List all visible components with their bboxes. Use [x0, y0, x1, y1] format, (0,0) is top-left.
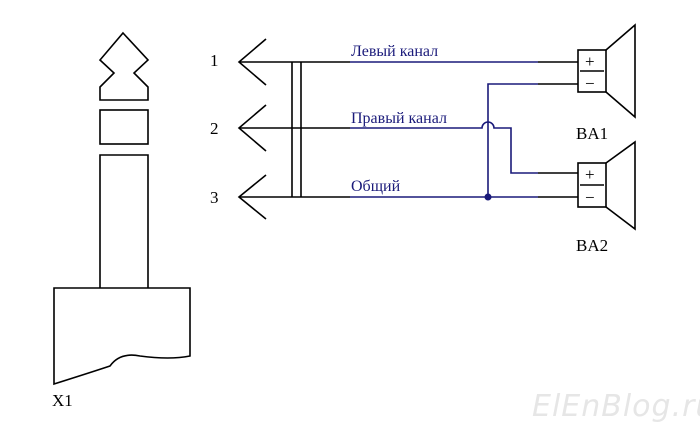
- pin-label-3: 3: [210, 188, 219, 207]
- signal-wires: [350, 61, 538, 198]
- junction-dot: [484, 193, 492, 201]
- speaker-ba2-magnet: [577, 162, 607, 208]
- speaker-label-ba1: BA1: [576, 124, 608, 143]
- pin-label-1: 1: [210, 51, 219, 70]
- common-to-ba1-minus-wire: [487, 83, 538, 197]
- speaker-ba1-cone: [605, 23, 636, 119]
- jack-plug: [53, 31, 191, 386]
- pin-arrows: [237, 38, 267, 220]
- speaker-ba2-plus-label: +: [585, 165, 595, 184]
- speaker-ba2-cone: [605, 140, 636, 231]
- speaker-ba2: [577, 140, 636, 231]
- wire-label-right: Правый канал: [351, 110, 447, 127]
- speaker-ba1: [577, 23, 636, 119]
- watermark: ElEnBlog.ru: [532, 389, 700, 424]
- plug-ring: [99, 109, 149, 145]
- plug-tip: [98, 31, 150, 101]
- plug-body: [53, 287, 191, 386]
- lead-wires: [239, 61, 350, 198]
- plug-sleeve: [99, 154, 149, 288]
- speaker-leads: [538, 61, 578, 198]
- right-channel-wire: [350, 121, 538, 174]
- speaker-ba1-plus-label: +: [585, 52, 595, 71]
- cable-bundle: [291, 62, 302, 197]
- pin-label-2: 2: [210, 119, 219, 138]
- speaker-ba1-magnet: [577, 49, 607, 93]
- wire-label-common: Общий: [351, 178, 401, 195]
- speaker-ba1-minus-label: −: [585, 74, 595, 93]
- wire-label-left: Левый канал: [351, 43, 438, 60]
- speaker-ba2-minus-label: −: [585, 188, 595, 207]
- plug-label-x1: X1: [52, 391, 73, 410]
- speaker-label-ba2: BA2: [576, 236, 608, 255]
